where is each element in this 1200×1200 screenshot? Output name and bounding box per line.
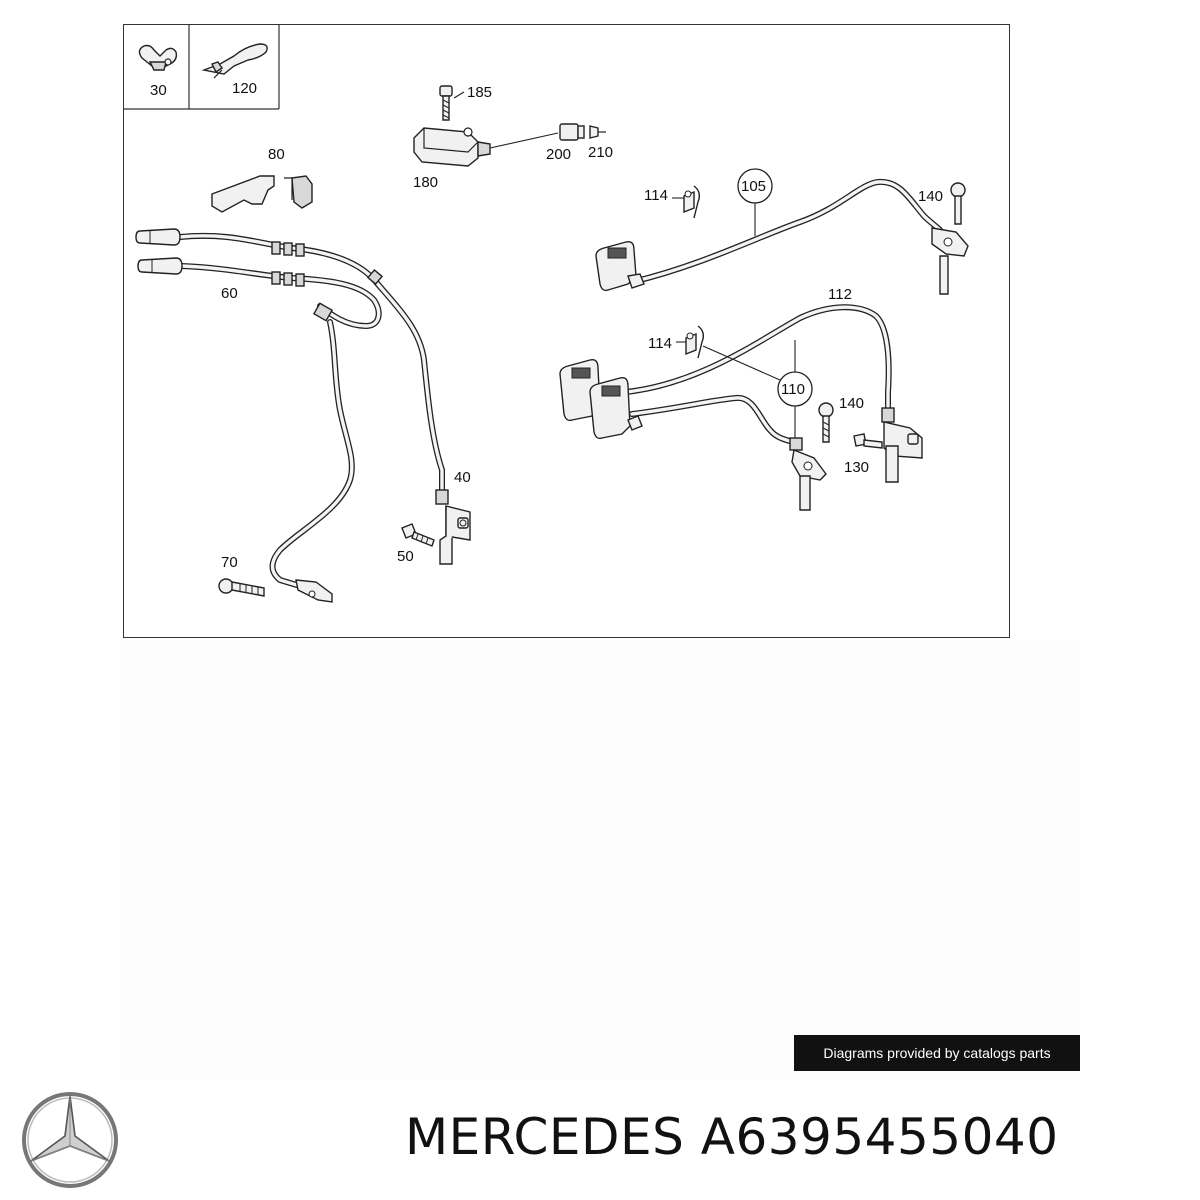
callout-105: 105 [741,178,766,195]
legend-boxes [123,24,280,110]
callout-labels: 30 120 185 180 200 210 80 60 114 105 140… [150,80,943,571]
part-140-bolt-b [818,402,834,443]
callout-140-b: 140 [839,395,864,412]
callout-120: 120 [232,80,257,97]
callout-80: 80 [268,146,285,163]
callout-200: 200 [546,146,571,163]
part-60-connectors [135,228,384,322]
diagram-credit-badge: Diagrams provided by catalogs parts [794,1035,1080,1071]
part-200-210-plug [559,123,606,141]
part-40-sensor [435,489,471,565]
part-185-bolt [439,85,453,121]
callout-70: 70 [221,554,238,571]
callout-leaders [453,91,686,343]
part-30-clip [138,44,178,71]
part-number: A6395455040 [700,1108,1059,1166]
part-80-bracket [211,175,313,213]
part-110-harness [559,340,813,440]
callout-210: 210 [588,144,613,161]
background-panel [120,640,1080,1080]
part-50-bolt [401,523,435,547]
part-105-harness [595,168,773,292]
brand-name: MERCEDES [405,1108,685,1166]
mercedes-star-logo-icon [22,1092,118,1188]
callout-114-a: 114 [644,187,668,204]
callout-130: 130 [844,459,869,476]
rear-sensor [295,579,333,603]
callout-140-a: 140 [918,188,943,205]
callout-110: 110 [781,381,805,398]
callout-40: 40 [454,469,471,486]
callout-50: 50 [397,548,414,565]
callout-30: 30 [150,82,167,99]
part-114-clip-a [683,185,701,219]
part-114-clip-b [685,325,705,359]
product-title: MERCEDES A6395455040 [405,1108,1195,1178]
callout-180: 180 [413,174,438,191]
part-130-bolt [853,433,883,449]
part-180-sensor-module [413,127,559,167]
callout-114-b: 114 [648,335,672,352]
part-140-sensor-a [931,182,969,295]
callout-185: 185 [467,84,492,101]
wiring-harness-cables [177,178,943,589]
part-112-sensor [881,407,923,483]
part-110-sensor [789,437,827,511]
callout-60: 60 [221,285,238,302]
part-70-bolt [218,578,265,597]
callout-112: 112 [828,286,852,303]
part-120-cable-tie [201,43,268,79]
